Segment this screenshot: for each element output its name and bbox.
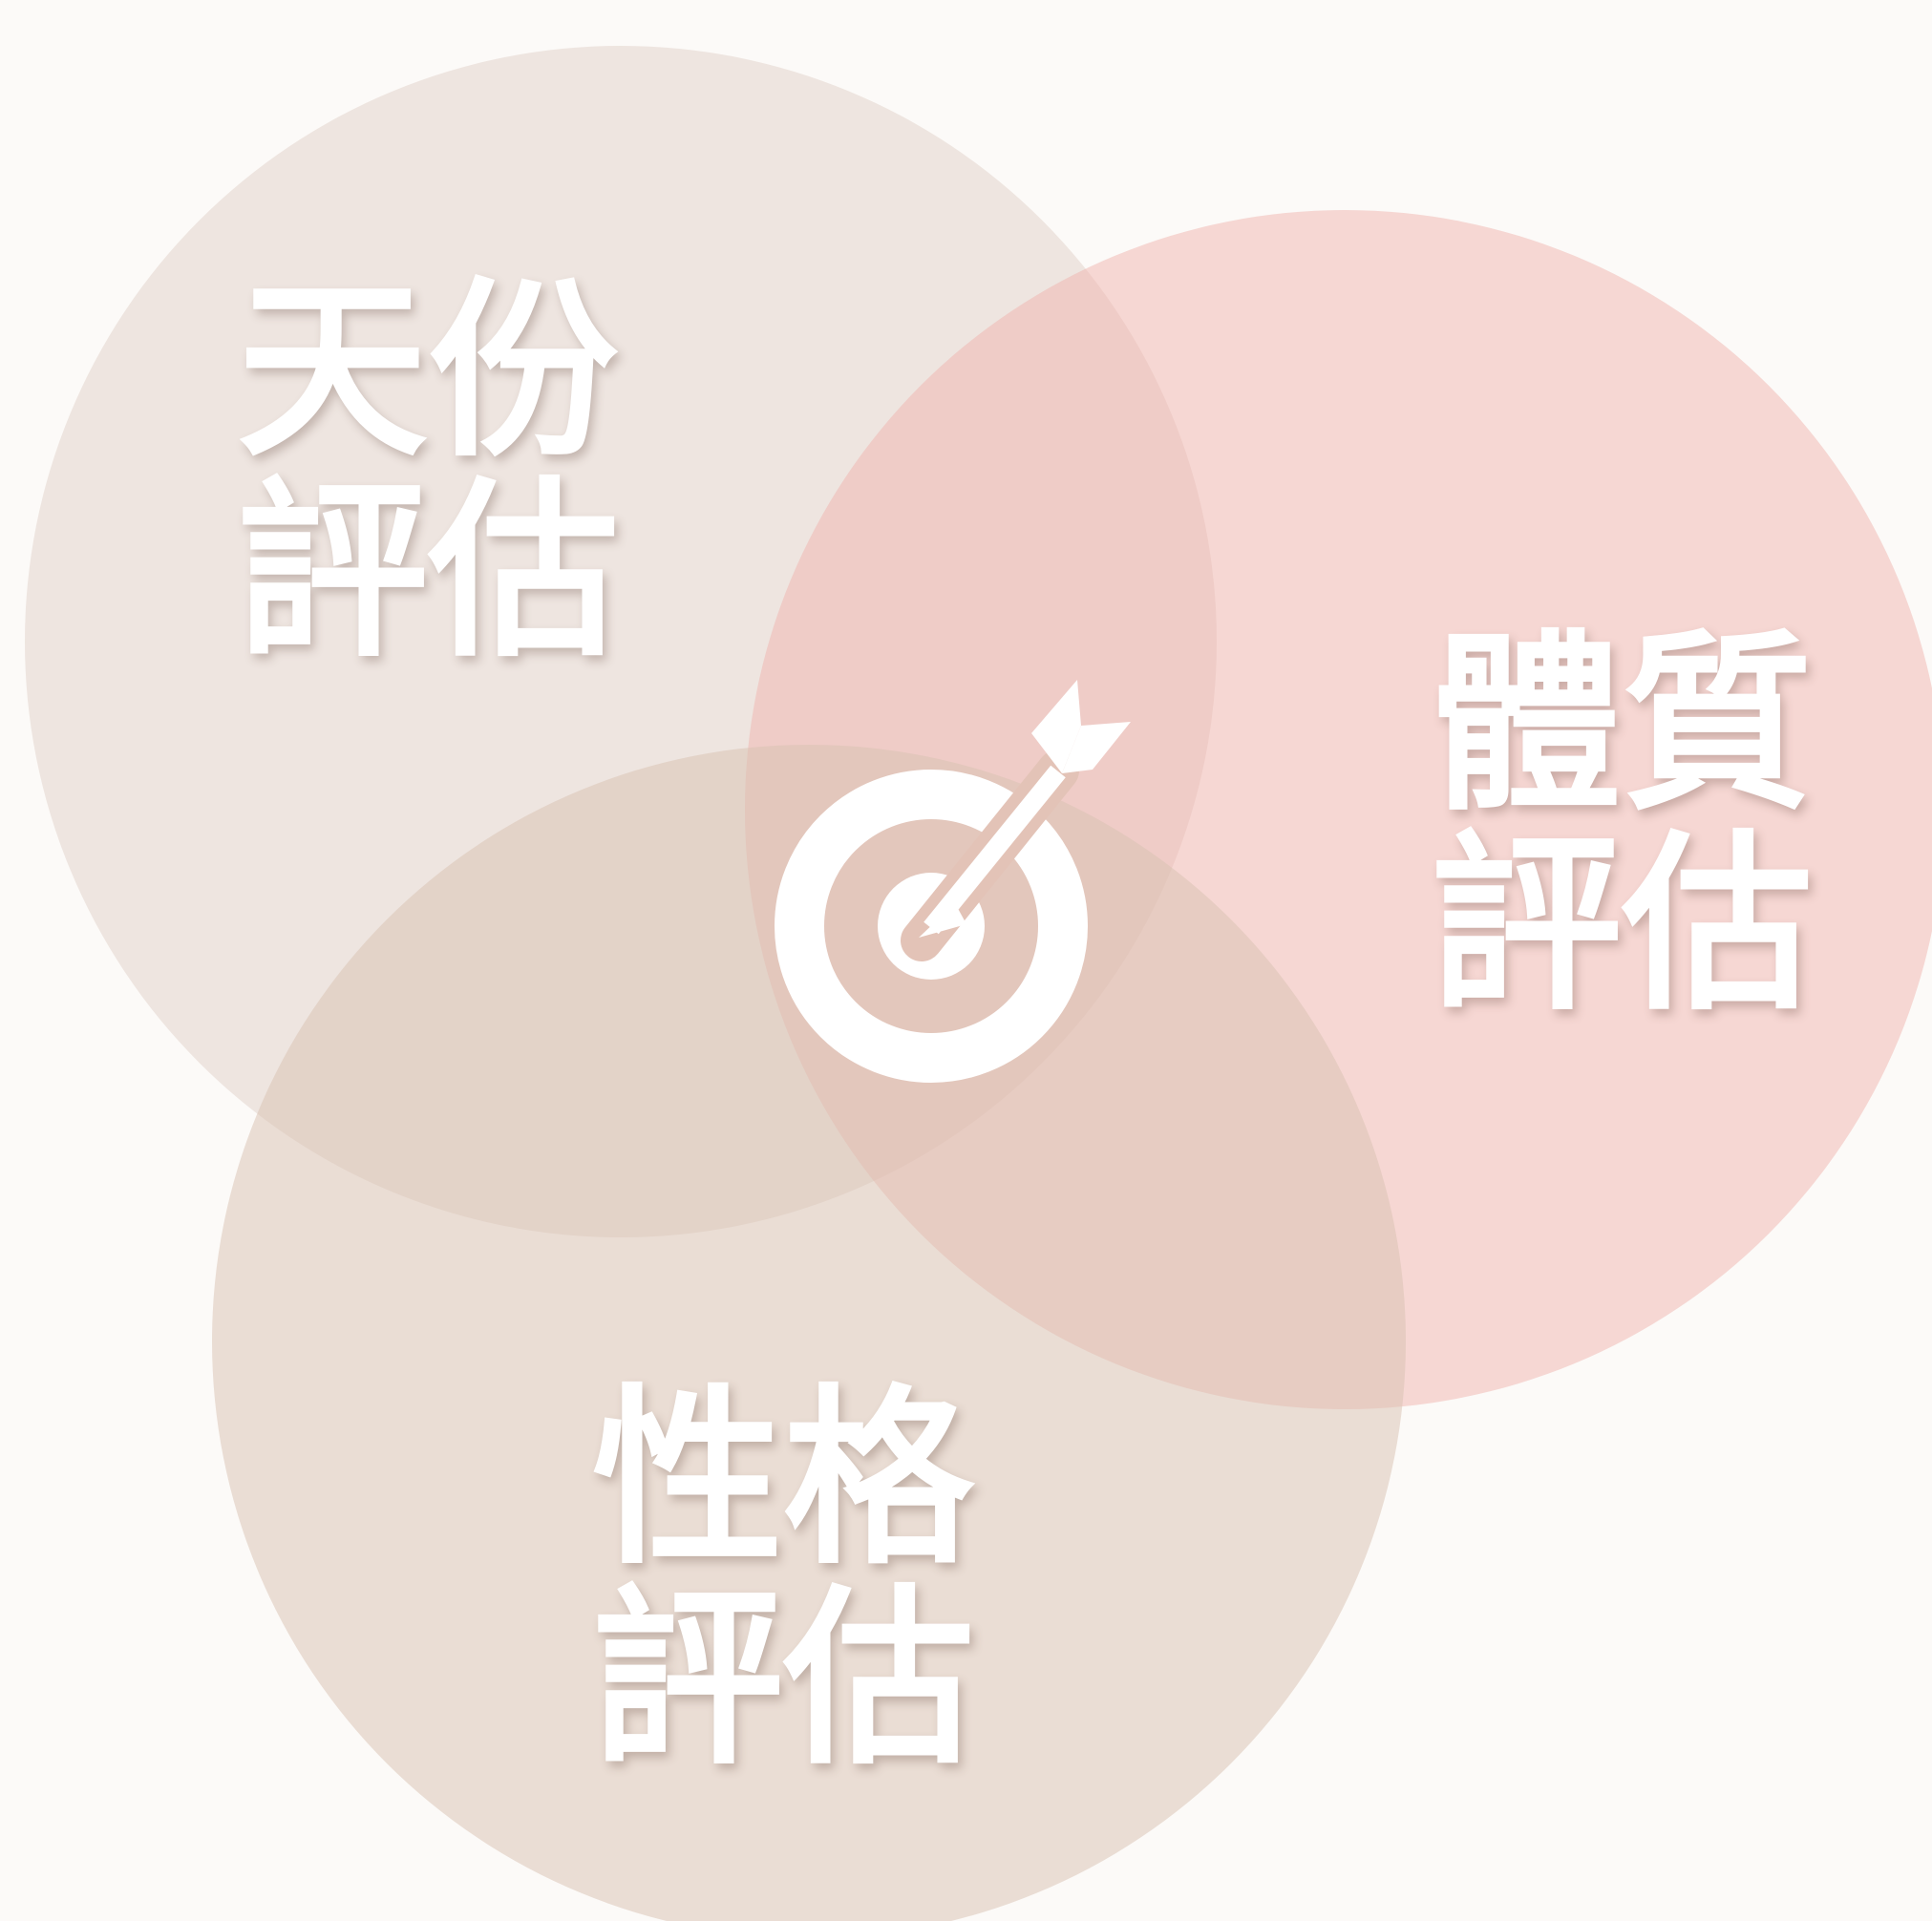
label-personality: 性格 評估 [563,1380,1003,1781]
target-with-arrow-icon [775,680,1131,1083]
circle-personality [212,745,1406,1921]
label-talent: 天份 評估 [208,272,648,673]
label-personality-line-2: 評估 [591,1569,974,1791]
label-talent-line-2: 評估 [236,461,619,684]
label-physique-line-2: 評估 [1430,814,1813,1037]
label-physique: 體質 評估 [1402,625,1841,1026]
label-talent-line-1: 天份 [236,261,619,483]
label-personality-line-1: 性格 [591,1368,974,1591]
label-physique-line-1: 體質 [1430,614,1813,836]
